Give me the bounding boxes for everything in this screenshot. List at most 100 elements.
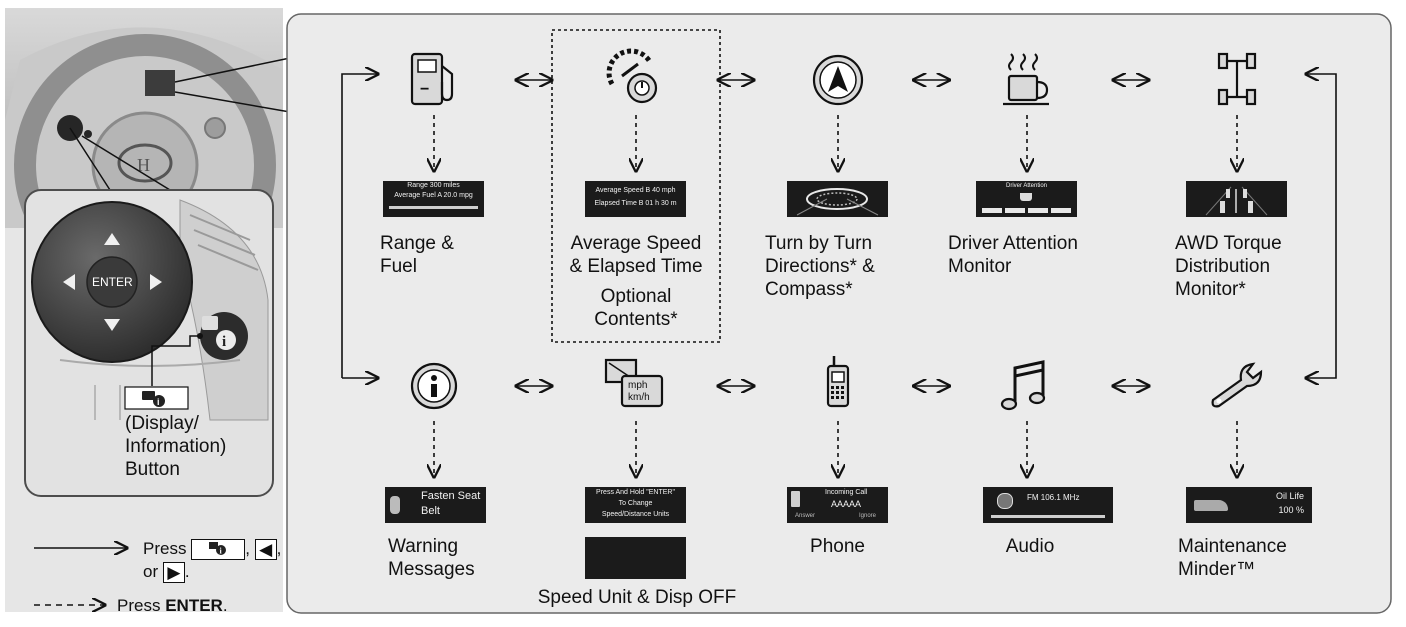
screen-speed-unit: Press And Hold "ENTER" To Change Speed/D… [585,487,686,523]
label-line: Optional [600,286,672,307]
screen-line: Average Speed B 40 mph [595,187,676,194]
label-line: Range & [380,233,454,254]
compass-ring-graphic [796,188,879,216]
screen-display-off [585,537,686,579]
svg-text:i: i [222,334,226,350]
menu-panel-frame [286,13,1392,614]
legend-press-text: Press [117,596,161,615]
display-key-icon: i [191,539,246,561]
left-arrow-key-icon: ◀ [254,539,277,561]
phone-icon [826,356,850,408]
enter-button-label: ENTER [92,275,133,289]
label-line: Turn by Turn [765,233,873,254]
screen-driver-attention: Driver Attention [976,181,1077,217]
screen-turn-by-turn [787,181,888,217]
attention-level-bar [982,208,1071,213]
label-turn-by-turn: Turn by Turn Directions* & Compass* [765,232,875,301]
legend-solid: Press i , ◀, [143,538,281,561]
audio-dial-mini [997,493,1013,509]
legend-enter-key: ENTER [165,596,223,615]
screen-line: Press And Hold "ENTER" [596,489,675,496]
label-awd-torque: AWD Torque Distribution Monitor* [1175,232,1282,301]
screen-line: Oil Life [1275,491,1304,501]
label-line: Directions* & [765,256,875,277]
screen-title: Driver Attention [1005,183,1048,189]
screen-line: Speed/Distance Units [601,511,670,518]
label-average-speed: Average Speed & Elapsed Time [558,232,714,278]
control-panel-zoom: i i [24,189,274,497]
label-optional-contents: Optional Contents* [558,285,714,331]
label-line: Fuel [380,256,417,277]
screen-average-speed: Average Speed B 40 mph Elapsed Time B 01… [585,181,686,217]
legend-sep: , [245,539,250,558]
label-line: Messages [388,559,475,580]
label-audio: Audio [985,535,1075,558]
label-line: Average Speed [570,233,702,254]
fuel-gauge-bar [389,206,478,209]
screen-line: FM 106.1 MHz [1027,493,1080,502]
label-line: Compass* [765,279,853,300]
screen-range-fuel: Range 300 miles Average Fuel A 20.0 mpg [383,181,484,217]
enter-button[interactable]: ENTER [92,272,133,292]
label-range-fuel: Range & Fuel [380,232,454,278]
coffee-mini-icon [1020,193,1032,201]
legend-or-text: or [143,562,159,581]
svg-text:−: − [420,81,429,98]
screen-phone: Incoming Call AAAAA Answer Ignore [787,487,888,523]
legend-solid-line2: or ▶. [143,561,190,584]
left-loop-arrow [341,74,378,378]
speedometer-timer-icon [606,48,658,104]
legend-end: . [184,562,190,581]
label-line: Warning [388,536,459,557]
screen-softkey-right: Ignore [859,513,877,519]
label-maintenance: Maintenance Minder™ [1178,535,1287,581]
label-speed-unit: Speed Unit & Disp OFF [521,586,753,609]
label-line: Phone [810,536,865,557]
screen-line: Range 300 miles [407,182,460,189]
label-line: Driver Attention [948,233,1078,254]
svg-text:i: i [220,547,223,556]
label-line: Distribution [1175,256,1271,277]
audio-progress-bar [991,515,1105,518]
screen-maintenance: Oil Life 100 % [1186,487,1312,523]
screen-line: 100 % [1278,505,1304,515]
coffee-cup-icon [1003,53,1049,106]
wrench-icon [1211,362,1263,408]
oil-can-mini-icon [1194,500,1228,511]
legend-press-text: Press [143,539,187,558]
svg-text:i: i [157,397,160,407]
awd-chassis-mini [1205,186,1268,216]
screen-audio: FM 106.1 MHz [983,487,1113,523]
label-line: AWD Torque [1175,233,1282,254]
caption-line: Button [125,459,180,480]
screen-warning: Fasten Seat Belt [385,487,486,523]
caption-line: Information) [125,436,227,457]
label-line: Monitor* [1175,279,1246,300]
screen-line: Elapsed Time B 01 h 30 m [594,200,677,207]
optional-contents-frame [551,29,721,343]
speed-unit-icon-text: km/h [628,392,650,403]
phone-mini-icon [791,491,800,507]
right-loop-arrow [1306,74,1337,378]
label-warning: Warning Messages [388,535,475,581]
label-line: Speed Unit & Disp OFF [537,587,737,608]
screen-softkey-left: Answer [795,513,816,519]
compass-icon [812,54,864,106]
label-line: & Elapsed Time [569,256,703,277]
screen-line: Incoming Call [825,489,868,496]
label-line: Monitor [948,256,1012,277]
screen-line: Average Fuel A 20.0 mpg [394,192,473,199]
label-driver-attention: Driver Attention Monitor [948,232,1078,278]
info-icon [410,362,458,410]
flow-connectors [341,74,1337,477]
legend-dashed: Press ENTER. [117,595,228,616]
seatbelt-mini-icon [390,496,400,514]
speed-unit-icon-text: mph [628,380,647,391]
screen-awd-torque [1186,181,1287,217]
fuel-pump-icon: − [410,52,454,106]
screen-line: AAAAA [831,499,862,509]
screen-line: To Change [618,500,653,507]
